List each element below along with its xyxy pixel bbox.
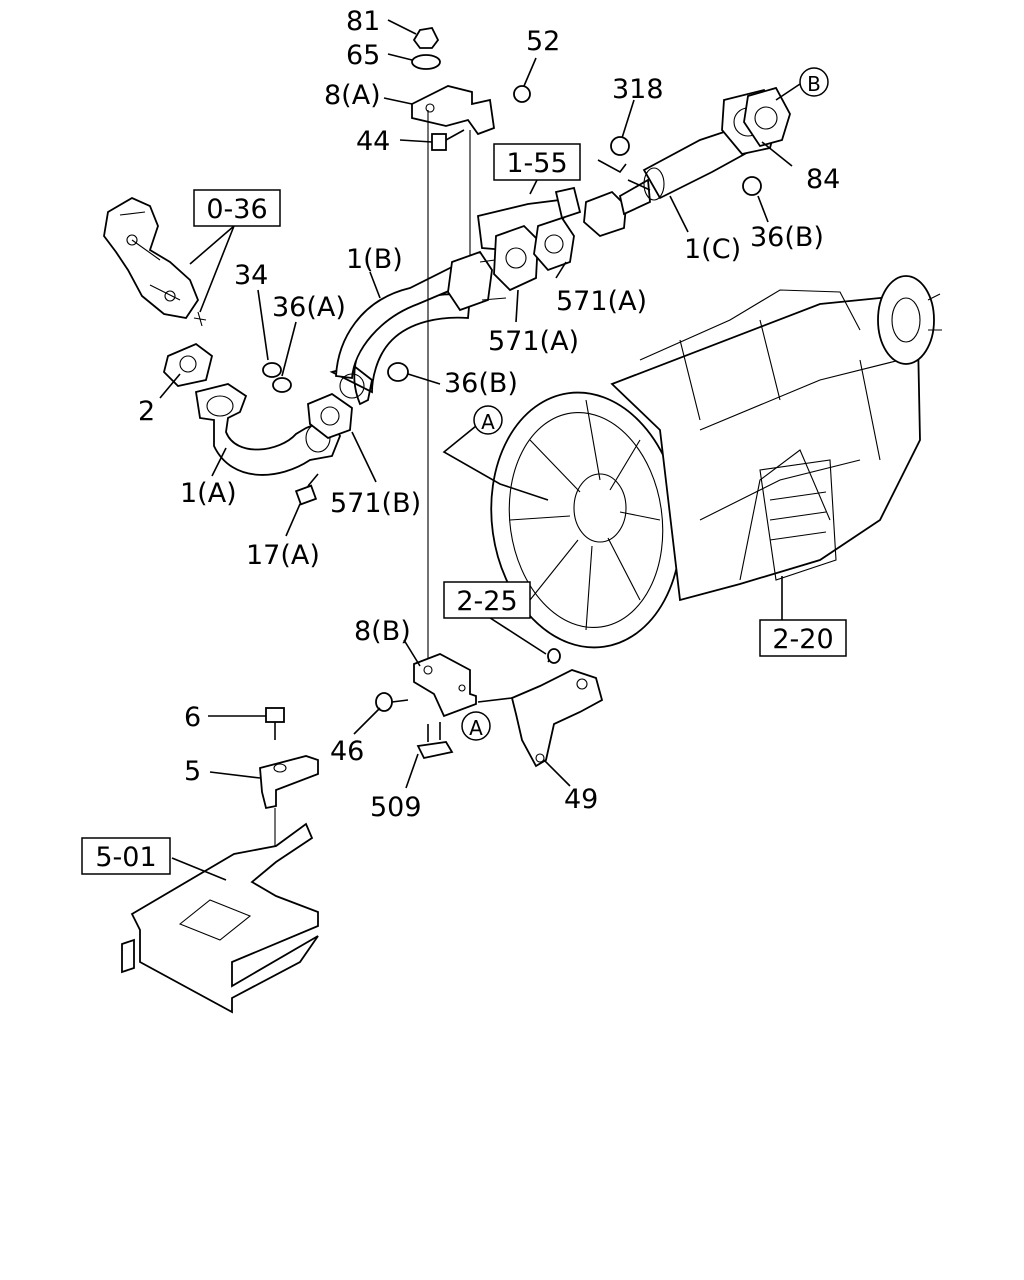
label-36b-mid: 36(B) [444,368,518,399]
label-65: 65 [346,40,380,71]
label-46: 46 [330,736,364,767]
bolt-46 [375,692,409,712]
label-1b: 1(B) [346,244,403,275]
nut-318 [610,136,630,156]
ref-0-36[interactable]: 0-36 [193,189,281,227]
nut-36a [272,377,292,393]
leader-lines [159,19,801,881]
ref-2-25[interactable]: 2-25 [443,581,531,619]
label-6: 6 [184,702,201,733]
bracket-8b [413,653,477,718]
bolt-17a [294,473,319,506]
label-1c: 1(C) [684,234,741,265]
label-17a: 17(A) [246,540,320,571]
svg-text:A: A [469,716,483,740]
svg-text:2-20: 2-20 [772,624,833,655]
gasket-571b [307,392,353,440]
ref-2-20[interactable]: 2-20 [759,619,847,657]
marker-a-bracket: A [461,711,491,741]
gasket-571a-left [493,224,539,292]
bracket-8a [411,85,495,136]
exhaust-manifold [103,196,207,327]
svg-text:1-55: 1-55 [506,148,567,179]
nut-36b-mid [387,362,409,382]
svg-text:5-01: 5-01 [95,842,156,873]
label-571a-2: 571(A) [488,326,579,357]
nut-52 [513,85,531,103]
bracket-49 [510,648,604,768]
nut-81 [412,27,440,49]
gasket-571a-right [533,216,575,272]
svg-text:B: B [807,72,821,96]
label-5: 5 [184,756,201,787]
label-1a: 1(A) [180,478,237,509]
label-2: 2 [138,396,155,427]
ref-5-01[interactable]: 5-01 [81,837,171,875]
bolt-6 [265,707,285,740]
callout-labels: 81 65 52 8(A) 44 318 84 36(B) 1(C) 34 36… [138,6,840,823]
stud-509 [416,722,454,760]
transmission-2-20 [490,275,942,649]
gasket-2 [163,342,214,387]
marker-b: B [799,67,829,97]
svg-text:A: A [481,410,495,434]
label-44: 44 [356,126,390,157]
gasket-84 [743,86,791,148]
label-36b-top: 36(B) [750,222,824,253]
label-571a-1: 571(A) [556,286,647,317]
label-318: 318 [612,74,664,105]
label-36a: 36(A) [272,292,346,323]
label-81: 81 [346,6,380,37]
label-509: 509 [370,792,422,823]
pipe-1b [329,250,511,406]
svg-text:2-25: 2-25 [456,586,517,617]
label-34: 34 [234,260,268,291]
frame-5-01 [121,822,319,1014]
label-8a: 8(A) [324,80,381,111]
bolt-44 [431,129,465,151]
ref-1-55[interactable]: 1-55 [493,143,581,181]
bracket-5 [259,755,319,810]
marker-a-transmission: A [473,405,503,435]
svg-text:0-36: 0-36 [206,194,267,225]
label-84: 84 [806,164,840,195]
label-571b: 571(B) [330,488,421,519]
nut-36b-top [742,176,762,196]
label-8b: 8(B) [354,616,411,647]
washer-65 [411,54,441,70]
label-52: 52 [526,26,560,57]
label-49: 49 [564,784,598,815]
washer-34 [262,362,282,378]
